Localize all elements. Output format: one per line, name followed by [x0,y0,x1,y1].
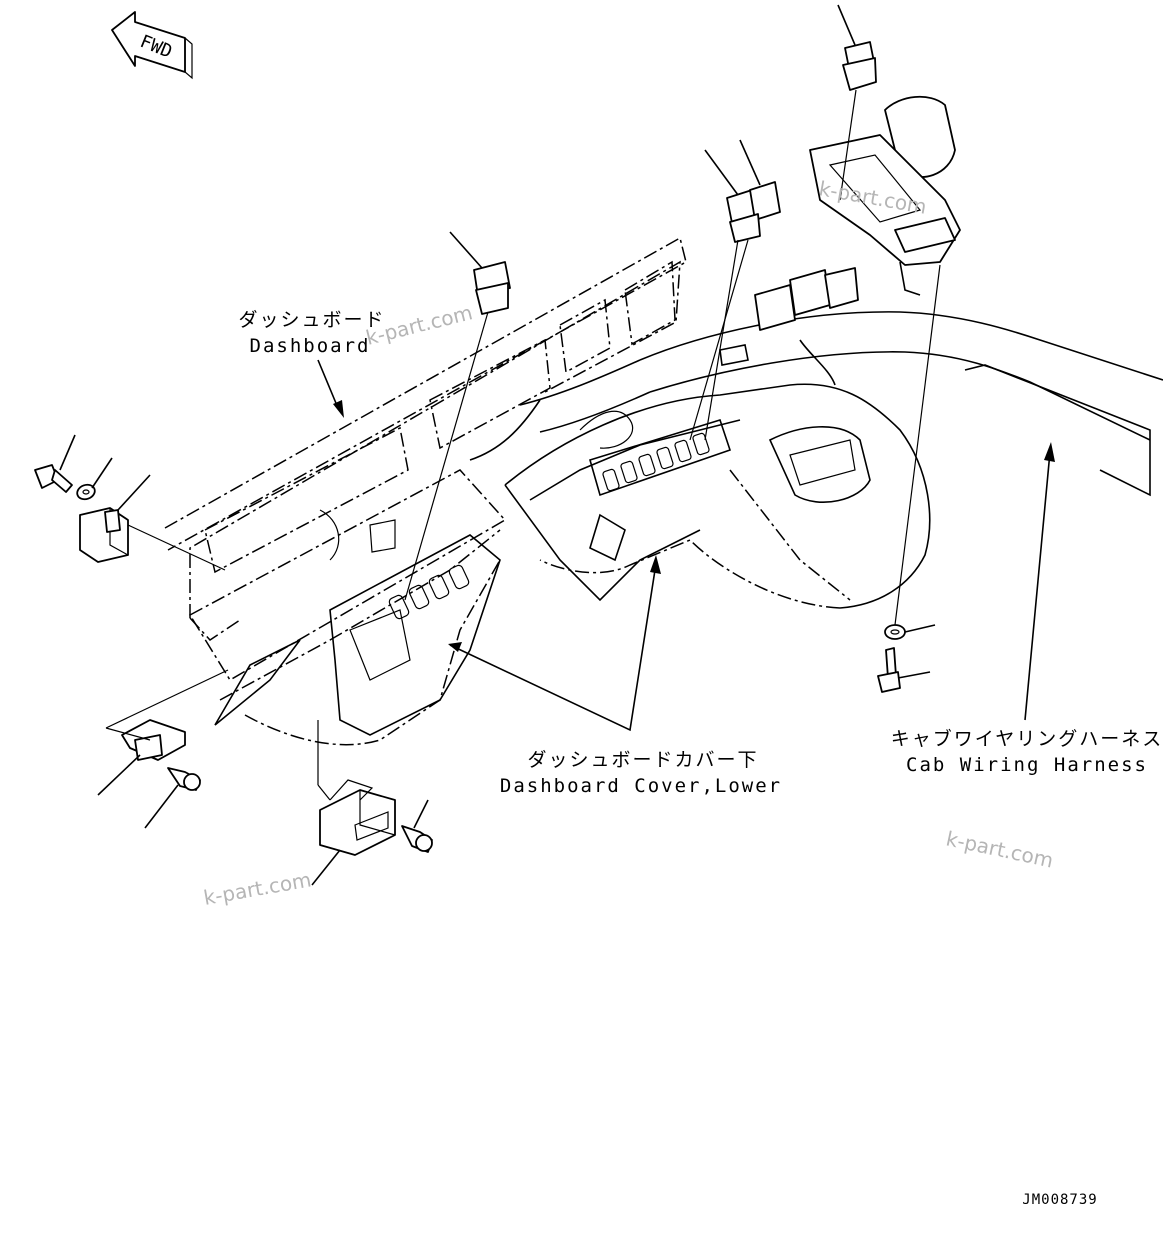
switch-single-center [404,231,511,601]
dashboard-callout-arrow [317,359,344,418]
bolt-right [877,647,931,693]
relay-left [79,474,226,571]
drawing-number: JM008739 [1022,1192,1097,1208]
harness-label-en: Cab Wiring Harness [906,754,1148,776]
dashboard-frame [164,236,687,701]
cover-lower-label-jp: ダッシュボードカバー下 [527,749,758,771]
switch-double-middle [689,139,781,441]
dashboard-cover-lower [214,383,931,746]
cab-wiring-harness [319,267,1163,561]
dashboard-label-jp: ダッシュボード [238,309,385,331]
cover-lower-label-en: Dashboard Cover,Lower [500,775,782,797]
bolt-bottom-left [144,767,201,829]
washer-right [884,264,941,640]
fwd-arrow-icon: FWD [111,11,193,80]
bolt-left-top [34,434,76,493]
switch-slots-left [388,564,470,620]
shift-console [809,95,961,296]
dashboard-label-en: Dashboard [250,335,371,357]
harness-label-jp: キャブワイヤリングハーネス [891,727,1163,750]
switch-top-right [837,4,877,201]
watermark-4: k-part.com [202,867,313,910]
bracket-bottom-left [97,669,229,796]
watermark-1: k-part.com [363,300,474,350]
bolt-bottom-center [401,799,433,853]
switch-slots-right [602,432,710,492]
cover-lower-callout-arrow [448,555,661,732]
washer-left [76,457,113,501]
watermark-3: k-part.com [944,826,1056,872]
controller-box [311,720,396,886]
harness-callout-arrow [1024,442,1055,721]
connector-block [754,267,859,331]
